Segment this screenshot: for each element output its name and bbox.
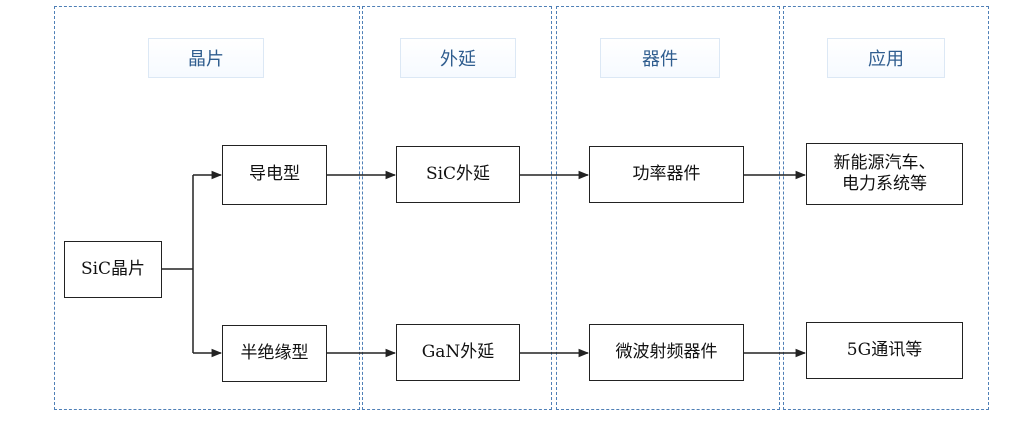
header-device: 器件 xyxy=(600,38,720,78)
column-wafer-frame xyxy=(54,6,360,410)
column-device-frame xyxy=(556,6,780,410)
node-app-ev-power-systems: 新能源汽车、 电力系统等 xyxy=(806,143,963,205)
node-app-5g-communications: 5G通讯等 xyxy=(806,322,963,379)
node-semi-insulating-type: 半绝缘型 xyxy=(222,325,327,382)
header-epitaxy: 外延 xyxy=(400,38,516,78)
header-application: 应用 xyxy=(827,38,945,78)
node-sic-epitaxy: SiC外延 xyxy=(396,146,520,203)
node-sic-wafer: SiC晶片 xyxy=(64,241,162,298)
column-application-frame xyxy=(783,6,989,410)
node-gan-epitaxy: GaN外延 xyxy=(396,324,520,381)
node-microwave-rf-device: 微波射频器件 xyxy=(589,324,744,381)
node-conductive-type: 导电型 xyxy=(222,145,327,205)
header-wafer: 晶片 xyxy=(148,38,264,78)
node-power-device: 功率器件 xyxy=(589,146,744,203)
column-epitaxy-frame xyxy=(362,6,552,410)
